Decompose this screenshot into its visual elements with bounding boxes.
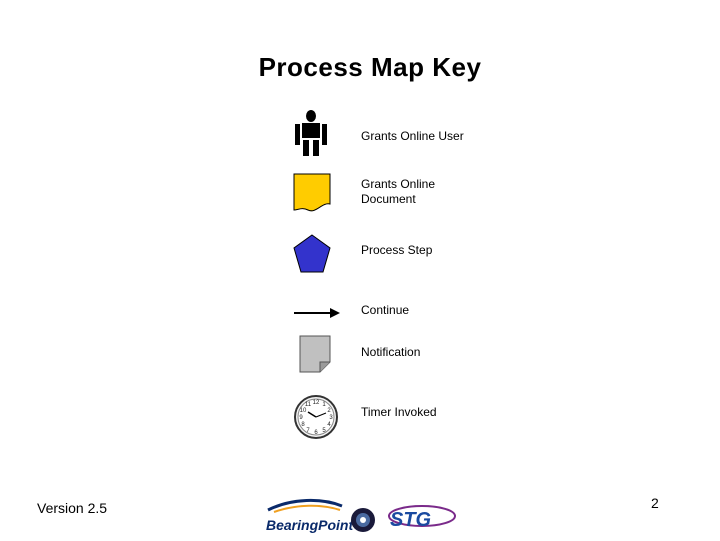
svg-text:12: 12 — [313, 400, 320, 406]
bearingpoint-logo: BearingPoint — [266, 498, 354, 533]
key-label-notification: Notification — [361, 345, 421, 359]
clock-icon: 12 1 2 3 4 5 6 7 8 9 10 11 — [292, 394, 340, 445]
svg-text:7: 7 — [306, 428, 310, 434]
seal-logo — [351, 508, 375, 532]
key-label-continue: Continue — [361, 303, 410, 317]
key-label-timer: Timer Invoked — [361, 405, 437, 419]
footer-logos: BearingPoint STG — [262, 496, 462, 541]
stg-logo: STG — [388, 505, 456, 531]
key-label-user: Grants Online User — [361, 129, 464, 143]
svg-text:2: 2 — [327, 408, 331, 414]
document-icon — [292, 172, 332, 219]
person-icon — [293, 110, 329, 163]
page-title: Process Map Key — [258, 52, 482, 82]
svg-text:4: 4 — [327, 422, 331, 428]
svg-text:STG: STG — [390, 509, 431, 531]
svg-text:BearingPoint: BearingPoint — [266, 517, 354, 533]
key-label-process-step: Process Step — [361, 243, 433, 257]
pentagon-icon — [292, 233, 332, 280]
arrow-icon — [292, 306, 342, 324]
svg-text:5: 5 — [322, 428, 326, 434]
svg-text:3: 3 — [329, 415, 333, 421]
svg-text:8: 8 — [301, 422, 305, 428]
svg-text:10: 10 — [300, 408, 307, 414]
page-number: 2 — [651, 495, 659, 511]
svg-text:9: 9 — [299, 415, 303, 421]
key-label-document: Grants Online Document — [361, 177, 436, 206]
svg-text:6: 6 — [314, 430, 318, 436]
svg-text:1: 1 — [322, 402, 326, 408]
svg-text:11: 11 — [305, 402, 312, 408]
version-label: Version 2.5 — [37, 500, 108, 516]
notification-icon — [298, 334, 334, 379]
